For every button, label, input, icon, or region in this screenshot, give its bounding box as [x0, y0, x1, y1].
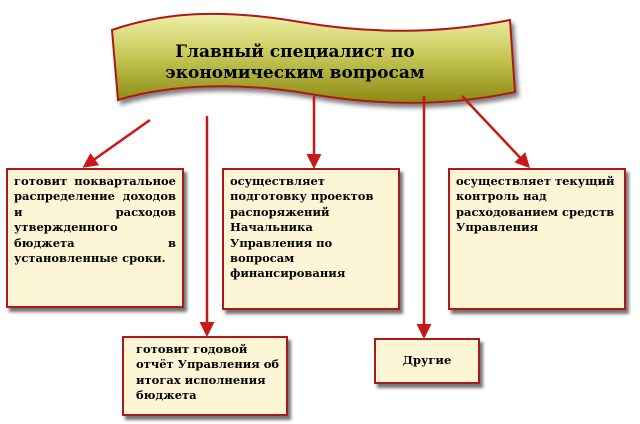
box-quarterly-distribution: готовит поквартальное распределение дохо…: [6, 168, 184, 308]
header-banner: [110, 12, 517, 104]
header-title: Главный специалист по экономическим вопр…: [165, 42, 425, 83]
box-prepare-orders: осуществляет подготовку проектов распоря…: [222, 168, 400, 310]
arrow-to-control: [461, 95, 531, 169]
box-other: Другие: [374, 338, 480, 384]
box-annual-report: готовит годовой отчёт Управления об итог…: [122, 336, 288, 416]
arrow-to-quarterly: [82, 118, 151, 168]
box-current-control: осуществляет текущий контроль над расход…: [448, 168, 626, 310]
